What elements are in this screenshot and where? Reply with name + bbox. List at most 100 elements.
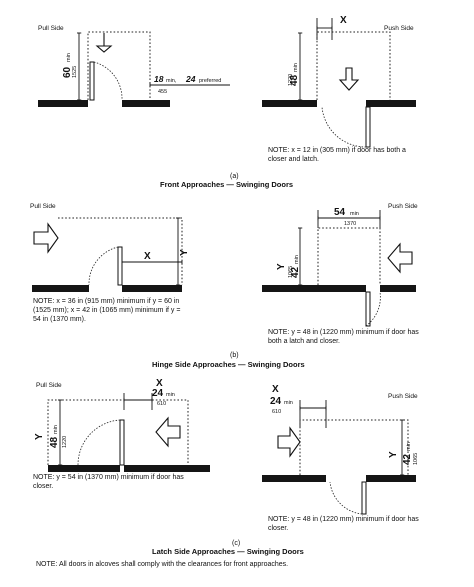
wall-right [380, 285, 416, 292]
dim-48-value: 48 [49, 436, 60, 448]
door-leaf [89, 61, 95, 101]
wall-left [262, 100, 317, 107]
front-pull-side-diagram: Pull Side 60 min 1525 18 min, 24 preferr… [38, 25, 230, 107]
wall-right [366, 475, 416, 482]
latch-pull-side-diagram: Pull Side X 24 min 610 Y 48 min 1220 NOT… [33, 378, 210, 490]
dim-24-min: min [284, 400, 293, 406]
dim-24-min: min [166, 392, 175, 398]
dim-42-min: min [406, 442, 412, 451]
dim-54-mm: 1370 [344, 221, 356, 227]
wall-left [48, 465, 120, 472]
hinge-push-side-label: Push Side [388, 203, 418, 210]
dim-54-min: min [350, 211, 359, 217]
dim-48-min: min [293, 63, 299, 72]
dim-42-mm: 1065 [413, 453, 419, 465]
front-push-side-diagram: Push Side X 48 min 1220 NOTE: x = 12 in … [262, 15, 416, 163]
wall-left [38, 100, 88, 107]
dim-48-min: min [53, 425, 59, 434]
dim-60-value: 60 [62, 66, 73, 78]
hinge-label: (b) [230, 352, 239, 359]
dim-y-value: Y [388, 451, 399, 458]
front-pull-side-label: Pull Side [38, 25, 64, 32]
wall-right [366, 100, 416, 107]
door-swing-arc [77, 419, 121, 466]
door-leaf [361, 481, 367, 515]
door-swing-arc [365, 291, 381, 327]
dim-18-min: min, [166, 78, 177, 84]
hinge-note-right-line-2: both a latch and closer. [268, 338, 340, 345]
dim-y-value: Y [34, 433, 45, 440]
dim-x-value: X [144, 251, 151, 262]
door-swing-arc [93, 61, 123, 101]
clear-space-outline [58, 217, 183, 285]
wall-right [122, 100, 170, 107]
dim-48-mm: 1220 [62, 436, 68, 448]
dim-24-value: 24 [270, 396, 282, 407]
latch-pull-side-label: Pull Side [36, 382, 62, 389]
latch-note-right-line-1: NOTE: y = 48 in (1220 mm) minimum if doo… [268, 516, 419, 523]
approach-arrow-icon [277, 426, 301, 458]
wall-left [262, 285, 366, 292]
approach-arrow-icon [33, 222, 59, 254]
dim-42-mm: 1065 [288, 266, 294, 278]
front-caption: Front Approaches — Swinging Doors [160, 180, 293, 189]
dim-x-value: X [340, 15, 347, 26]
clear-space-outline [87, 31, 151, 100]
alcove-footnote: NOTE: All doors in alcoves shall comply … [36, 561, 288, 568]
hinge-push-side-diagram: Push Side 54 min 1370 Y 42 min 1065 NOTE… [262, 203, 419, 345]
latch-note-left-line-1: NOTE: y = 54 in (1370 mm) minimum if doo… [33, 474, 184, 481]
hinge-caption: Hinge Side Approaches — Swinging Doors [152, 360, 305, 369]
wall-right [122, 285, 182, 292]
dim-24-value: 24 [185, 74, 196, 84]
dim-48-mm: 1220 [288, 74, 294, 86]
door-swing-arc [88, 246, 119, 286]
door-leaf [365, 106, 371, 148]
wall-right [124, 465, 210, 472]
dim-x-value: X [156, 378, 163, 389]
dim-42-value: 42 [290, 266, 301, 278]
dim-18-value: 18 [154, 74, 164, 84]
front-note-line-2: closer and latch. [268, 156, 319, 163]
dim-y-value: Y [179, 249, 190, 256]
wall-left [262, 475, 326, 482]
dim-24-mm: 610 [272, 409, 281, 415]
dim-24-value: 24 [152, 388, 164, 399]
dim-54-value: 54 [334, 207, 346, 218]
door-leaf [117, 246, 123, 286]
wall-left [32, 285, 89, 292]
clear-space-outline [299, 419, 409, 475]
door-leaf [365, 291, 371, 327]
clear-space-outline [316, 31, 391, 100]
dim-60-min: min [66, 53, 72, 62]
hinge-pull-side-label: Pull Side [30, 203, 56, 210]
clear-space-outline [317, 227, 381, 285]
latch-label: (c) [232, 540, 240, 547]
hinge-note-right-line-1: NOTE: y = 48 in (1220 mm) minimum if doo… [268, 329, 419, 336]
dim-48-value: 48 [289, 74, 300, 86]
front-note-line-1: NOTE: x = 12 in (305 mm) if door has bot… [268, 147, 406, 154]
dim-24-mm: 610 [157, 401, 166, 407]
front-label: (a) [230, 173, 239, 180]
dim-455-mm: 455 [158, 89, 167, 95]
latch-push-side-diagram: Push Side X 24 min 610 Y 42 min 1065 NOT… [262, 384, 419, 532]
approach-arrow-icon [387, 242, 413, 274]
latch-caption: Latch Side Approaches — Swinging Doors [152, 547, 304, 556]
dim-42-value: 42 [402, 453, 413, 465]
approach-arrow-icon [338, 67, 360, 91]
dim-x-value: X [272, 384, 279, 395]
door-swing-arc [329, 481, 363, 515]
hinge-note-left-line-1: NOTE: x = 36 in (915 mm) minimum if y = … [33, 298, 179, 305]
door-swing-arc [321, 106, 367, 148]
dim-24-preferred: preferred [199, 78, 221, 84]
latch-push-side-label: Push Side [388, 393, 418, 400]
dim-60-mm: 1525 [72, 66, 78, 78]
clear-space-outline [47, 399, 189, 465]
dim-42-min: min [294, 255, 300, 264]
latch-note-left-line-2: closer. [33, 483, 53, 490]
hinge-note-left-line-2: (1525 mm); x = 42 in (1065 mm) minimum i… [33, 307, 180, 314]
front-push-side-label: Push Side [384, 25, 414, 32]
dim-y-value: Y [276, 263, 287, 270]
door-leaf [119, 419, 125, 466]
hinge-note-left-line-3: 54 in (1370 mm). [33, 316, 86, 323]
